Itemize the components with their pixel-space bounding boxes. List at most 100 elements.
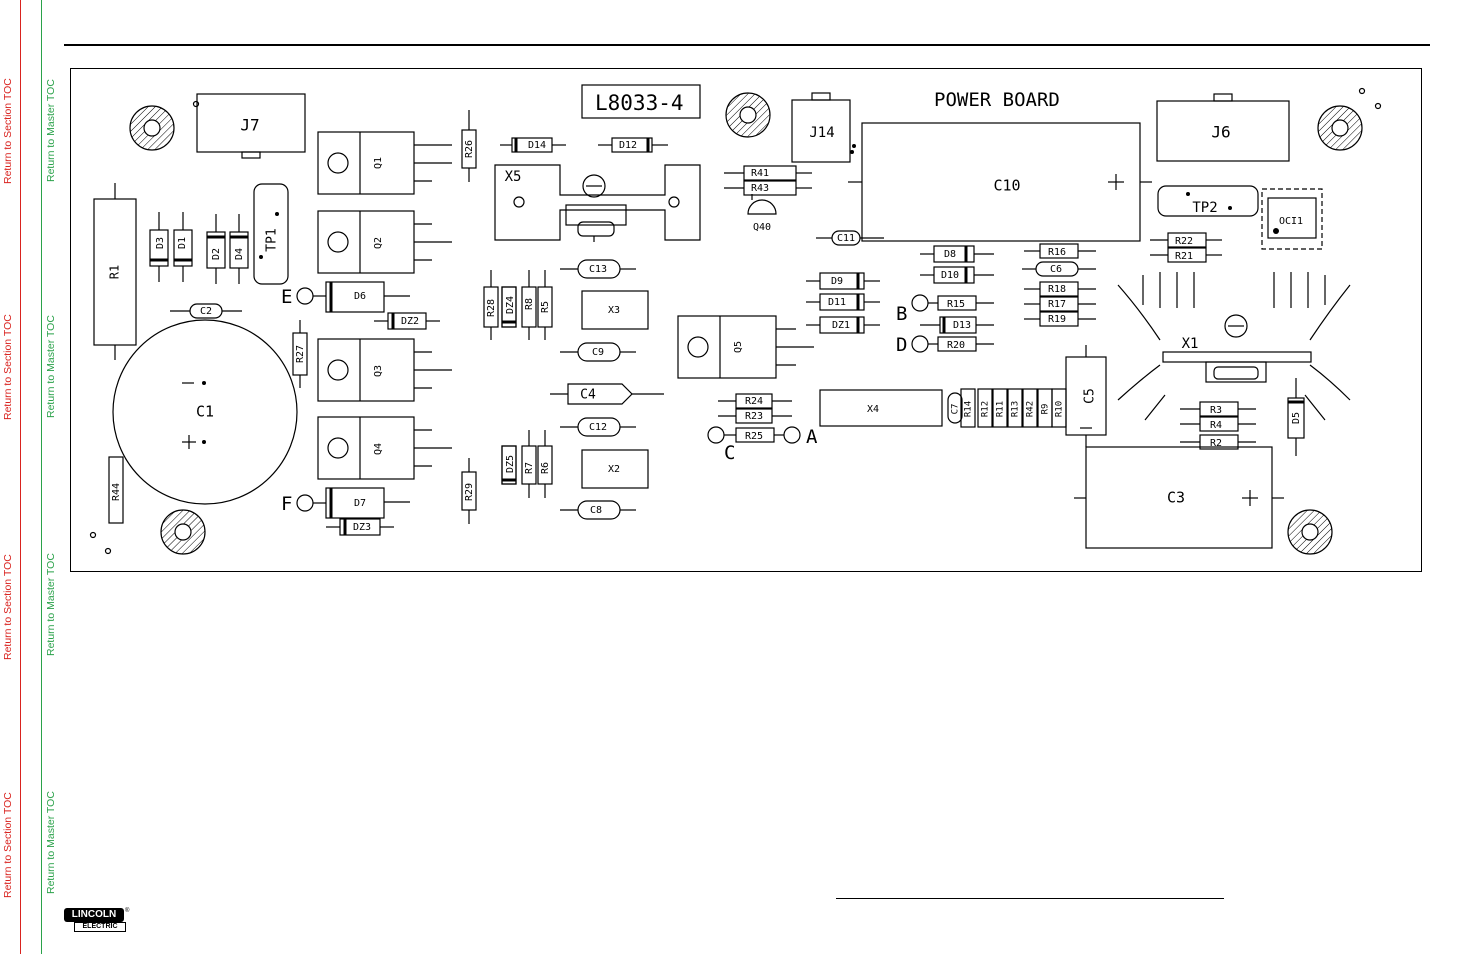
d2-diode-label: D2 [211, 248, 222, 260]
r9-resistor-label: R9 [1041, 404, 1051, 415]
r16-resistor-label: R16 [1048, 247, 1066, 258]
r22-resistor-label: R22 [1175, 236, 1193, 247]
r23-resistor-label: R23 [745, 411, 763, 422]
x4-ic-label: X4 [867, 404, 879, 415]
r1-resistor-label: R1 [108, 265, 122, 279]
c6-capacitor-label: C6 [1050, 264, 1062, 275]
test-point-b-pad [911, 294, 929, 312]
board-title: POWER BOARD [934, 89, 1060, 111]
lincoln-electric-logo: LINCOLN ® ELECTRIC [64, 908, 130, 934]
master-toc-column: Return to Master TOC Return to Master TO… [21, 0, 57, 954]
j14-connector-label: J14 [809, 125, 834, 141]
tp2-testpoint-label: TP2 [1192, 200, 1217, 216]
c13-capacitor-label: C13 [589, 264, 607, 275]
test-point-b-label: B [896, 303, 907, 325]
q5-body [677, 315, 814, 379]
dz4-zener-label: DZ4 [505, 296, 516, 314]
part-number-box [581, 84, 701, 119]
d8-diode-label: D8 [944, 249, 956, 260]
c4-capacitor-label: C4 [580, 388, 596, 403]
mounting-hole [1287, 509, 1333, 555]
x2-ic-label: X2 [608, 464, 620, 475]
r4-resistor-label: R4 [1210, 420, 1222, 431]
r15-resistor-label: R15 [947, 299, 965, 310]
x3-ic-label: X3 [608, 305, 620, 316]
r44-resistor-label: R44 [111, 483, 122, 501]
c8-capacitor-label: C8 [590, 505, 602, 516]
r17-resistor-label: R17 [1048, 299, 1066, 310]
part-number: L8033-4 [595, 91, 684, 115]
test-point-d-label: D [896, 334, 907, 356]
d4-diode-label: D4 [234, 248, 245, 260]
d9-diode-label: D9 [831, 276, 843, 287]
r6-resistor-label: R6 [540, 462, 551, 474]
dz2-zener-label: DZ2 [401, 316, 419, 327]
dz3-zener-label: DZ3 [353, 522, 371, 533]
r21-resistor-label: R21 [1175, 251, 1193, 262]
r19-resistor-label: R19 [1048, 314, 1066, 325]
r43-resistor-label: R43 [751, 183, 769, 194]
mounting-hole [160, 509, 206, 555]
test-point-f-label: F [281, 493, 292, 515]
diodes [149, 137, 1305, 536]
q3-body [317, 338, 452, 402]
footer-rule [836, 898, 1224, 899]
d12-diode-label: D12 [619, 140, 637, 151]
board-frame [70, 68, 1422, 572]
test-point-c-pad [707, 426, 725, 444]
j6-connector-label: J6 [1211, 123, 1230, 142]
q2-body [317, 210, 452, 274]
test-point-a-pad [783, 426, 801, 444]
q2-transistor-label: Q2 [373, 237, 384, 249]
r11-resistor-label: R11 [996, 401, 1006, 417]
c1-capacitor-label: C1 [196, 403, 214, 421]
c7-capacitor-label: C7 [951, 404, 961, 415]
x1-heatsink [1117, 272, 1351, 421]
d11-diode-label: D11 [828, 297, 846, 308]
d13-diode-label: D13 [953, 320, 971, 331]
d1-diode-label: D1 [177, 237, 188, 249]
small-capacitors [170, 230, 1096, 520]
d10-diode-label: D10 [941, 270, 959, 281]
r7-resistor-label: R7 [524, 462, 535, 474]
dz1-zener-label: DZ1 [832, 320, 850, 331]
x1-regulator-label: X1 [1182, 336, 1199, 352]
test-point-a-label: A [806, 426, 818, 448]
test-point-e-label: E [281, 286, 292, 308]
test-point-f-pad [296, 494, 314, 512]
dz5-zener-label: DZ5 [505, 455, 516, 473]
tp1-testpoint-label: TP1 [265, 228, 280, 251]
q4-body [317, 416, 452, 480]
r13-resistor-label: R13 [1011, 401, 1021, 417]
mounting-hole [129, 105, 175, 151]
c9-capacitor-label: C9 [592, 347, 604, 358]
header-rule [64, 44, 1430, 46]
test-point-e-pad [296, 287, 314, 305]
c2-capacitor-label: C2 [200, 306, 212, 317]
oci1-optocoupler-label: OCI1 [1279, 216, 1303, 227]
c5-capacitor-label: C5 [1083, 388, 1098, 404]
q4-transistor-label: Q4 [373, 443, 384, 455]
r8-resistor-label: R8 [524, 298, 535, 310]
r27-resistor-label: R27 [295, 345, 306, 363]
d5-diode-label: D5 [1291, 412, 1302, 424]
c11-capacitor-label: C11 [837, 233, 855, 244]
mounting-hole [1317, 105, 1363, 151]
d14-diode-label: D14 [528, 140, 546, 151]
r18-resistor-label: R18 [1048, 284, 1066, 295]
d3-diode-label: D3 [155, 237, 166, 249]
r20-resistor-label: R20 [947, 340, 965, 351]
q40-transistor-label: Q40 [753, 222, 771, 233]
r25-resistor-label: R25 [745, 431, 763, 442]
r28-resistor-label: R28 [486, 299, 497, 317]
c3-capacitor-label: C3 [1167, 489, 1185, 507]
r42-resistor-label: R42 [1026, 401, 1036, 417]
r41-resistor-label: R41 [751, 168, 769, 179]
r3-resistor-label: R3 [1210, 405, 1222, 416]
r29-resistor-label: R29 [464, 483, 475, 501]
r24-resistor-label: R24 [745, 396, 763, 407]
j7-connector-label: J7 [240, 116, 259, 135]
q1-transistor-label: Q1 [373, 157, 384, 169]
mounting-hole [725, 92, 771, 138]
